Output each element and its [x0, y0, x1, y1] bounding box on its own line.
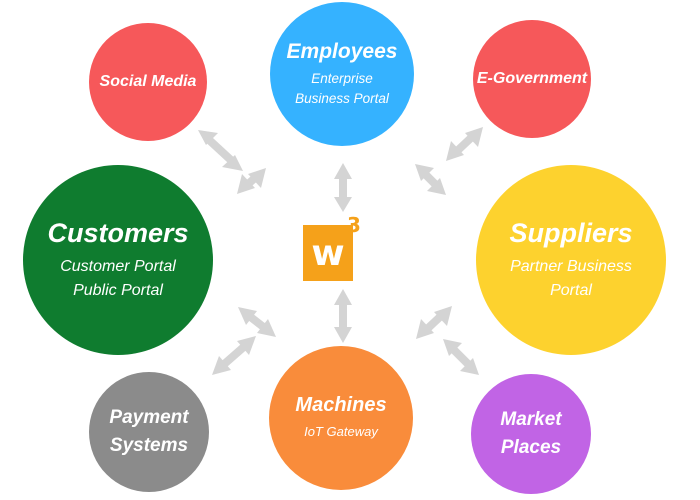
node-e-government-title: E-Government — [476, 69, 588, 87]
node-suppliers-title: Suppliers — [509, 218, 633, 249]
node-payment-systems-title-line-1: Payment — [109, 406, 189, 428]
node-employees-title: Employees — [286, 39, 398, 63]
arrow-market-places — [443, 339, 479, 375]
node-employees: Employees Enterprise Business Portal — [270, 2, 414, 146]
node-suppliers-subtitle-line-1: Partner Business — [510, 258, 632, 276]
arrow-e-government — [446, 127, 483, 161]
node-suppliers: Suppliers Partner Business Portal — [476, 165, 666, 355]
node-social-media-title: Social Media — [99, 72, 197, 90]
node-suppliers-subtitle: Partner Business Portal — [510, 255, 632, 301]
node-customers-subtitle-line-2: Public Portal — [73, 281, 163, 299]
w3-logo: w 3 — [303, 213, 361, 281]
node-market-places-title-line-1: Market — [500, 408, 562, 430]
node-customers-title: Customers — [47, 218, 189, 249]
node-market-places-title-line-2: Places — [500, 437, 562, 458]
node-payment-systems-title: Payment Systems — [109, 404, 188, 461]
node-market-places: Market Places — [471, 374, 591, 494]
logo-letter: w — [311, 232, 345, 274]
arrow-payment-systems — [212, 336, 256, 375]
arrow-suppliers-lower — [416, 306, 452, 339]
node-employees-subtitle: Enterprise Business Portal — [295, 69, 389, 108]
node-customers-subtitle-line-1: Customer Portal — [60, 258, 176, 276]
node-employees-subtitle-line-1: Enterprise — [311, 71, 373, 86]
node-social-media: Social Media — [89, 23, 207, 141]
node-machines-title: Machines — [295, 394, 387, 417]
arrow-customers — [237, 168, 266, 194]
arrow-machines — [334, 289, 352, 343]
node-suppliers-subtitle-line-2: Portal — [550, 281, 592, 299]
node-customers: Customers Customer Portal Public Portal — [23, 165, 213, 355]
node-customers-subtitle: Customer Portal Public Portal — [60, 255, 176, 301]
node-machines-subtitle: IoT Gateway — [304, 424, 378, 440]
node-market-places-title: Market Places — [500, 406, 561, 463]
node-machines: Machines IoT Gateway — [269, 346, 413, 490]
logo-superscript: 3 — [347, 213, 361, 237]
arrow-suppliers — [415, 164, 446, 195]
arrow-social-media — [198, 130, 243, 171]
node-employees-subtitle-line-2: Business Portal — [295, 90, 389, 106]
arrow-employees — [334, 163, 352, 212]
logo-box — [303, 225, 353, 281]
node-e-government: E-Government — [473, 20, 591, 138]
node-payment-systems: Payment Systems — [89, 372, 209, 492]
node-payment-systems-title-line-2: Systems — [109, 435, 189, 456]
arrow-customers-lower — [238, 307, 276, 337]
